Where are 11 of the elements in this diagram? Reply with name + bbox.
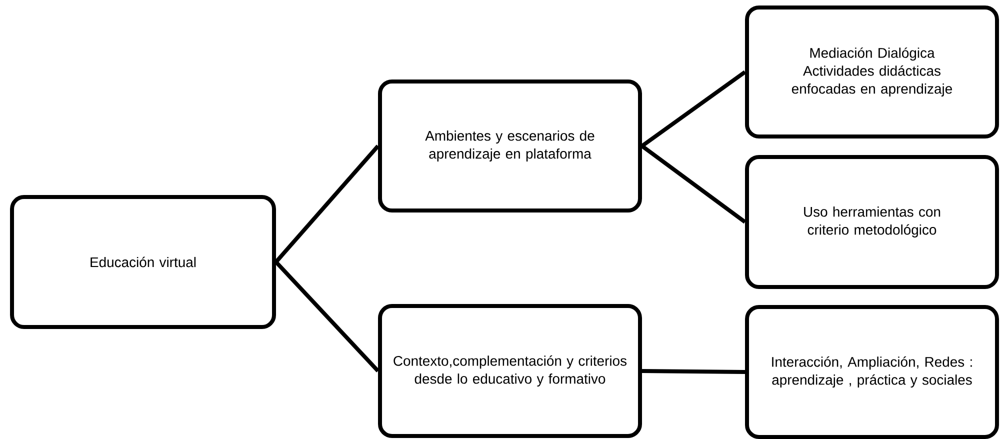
process-box: Interacción, Ampliación, Redes : aprendizaje , práctica y sociales (745, 305, 999, 439)
process-box: Contexto,complementación y criterios desde lo educativo y formativo (378, 304, 642, 438)
process-box: Ambientes y escenarios de aprendizaje en plataforma (378, 80, 642, 212)
connector-line (642, 369, 746, 374)
connector-line (274, 260, 380, 372)
connector-line (640, 70, 746, 148)
process-box: Educación virtual (10, 195, 276, 329)
process-box: Mediación Dialógica Actividades didácticas enfocadas en aprendizaje (745, 6, 999, 138)
connector-line (274, 144, 380, 264)
process-box: Uso herramientas con criterio metodológico (745, 155, 999, 289)
connector-line (640, 144, 746, 224)
